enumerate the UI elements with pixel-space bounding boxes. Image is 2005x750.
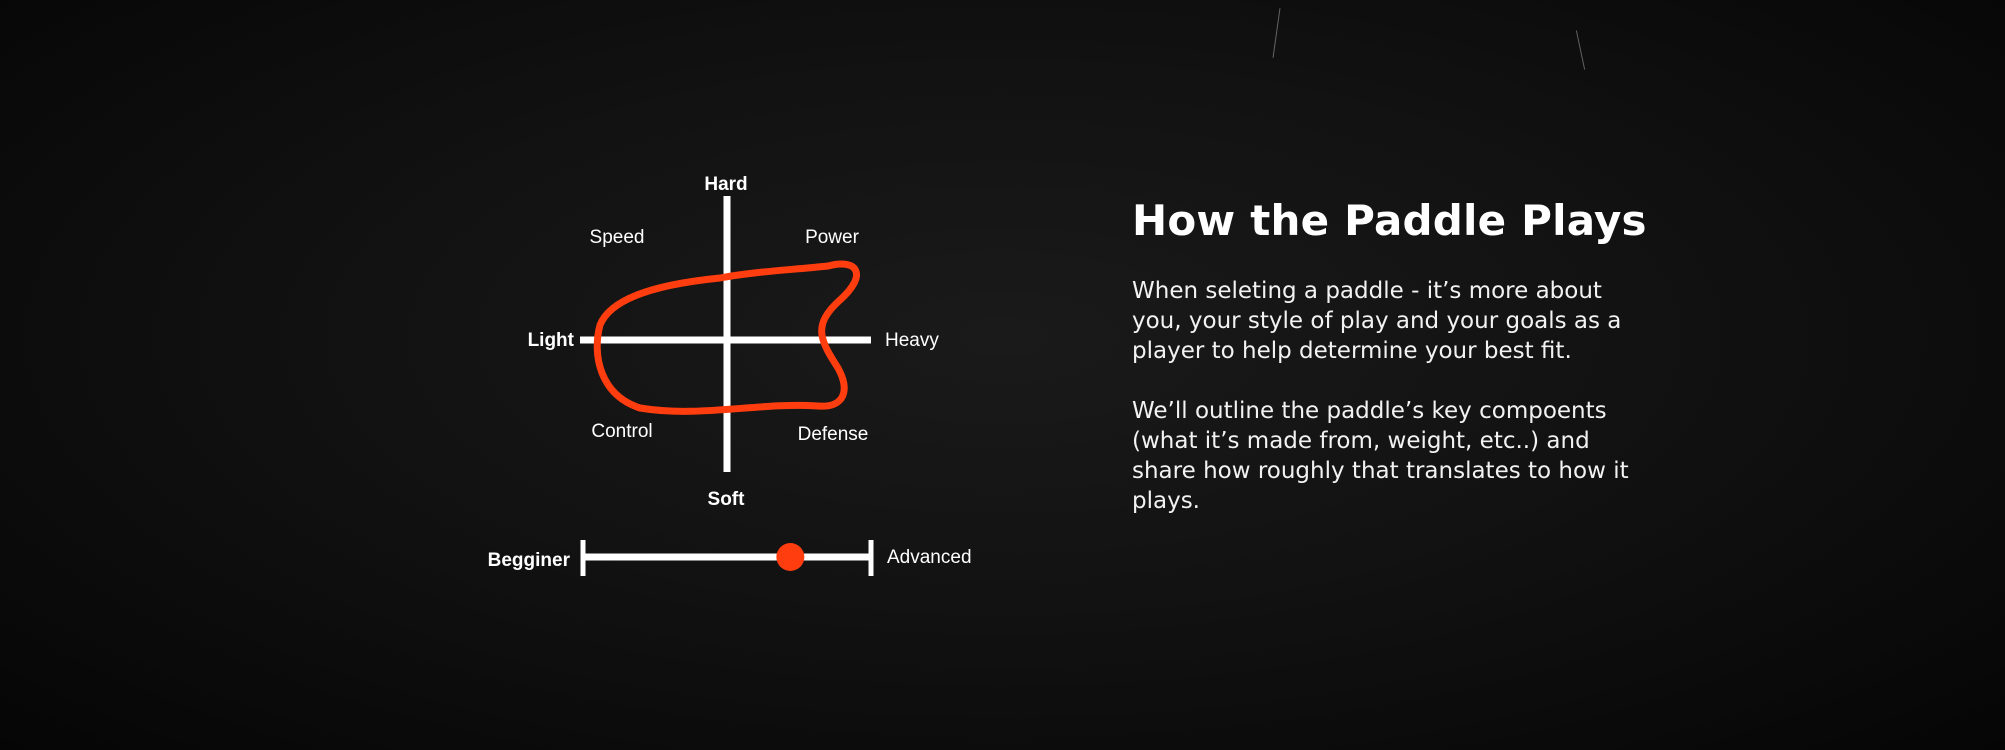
axis-label-left: Light (528, 330, 575, 351)
page-title: How the Paddle Plays (1132, 196, 1647, 245)
outline-paragraph: We’ll outline the paddle’s key compoents… (1132, 398, 1629, 515)
level-slider-max-label: Advanced (887, 547, 972, 568)
quadrant-label-bottom-right: Defense (798, 424, 869, 445)
quadrant-label-bottom-left: Control (591, 421, 652, 442)
axis-label-right: Heavy (885, 330, 939, 351)
level-slider-marker (776, 543, 805, 571)
quadrant-label-top-right: Power (805, 227, 860, 248)
text-panel: How the Paddle Plays When seleting a pad… (1132, 196, 1652, 546)
quadrant-label-top-left: Speed (590, 227, 645, 248)
axis-label-bottom: Soft (708, 489, 746, 510)
axis-label-top: Hard (704, 174, 747, 195)
play-area-shape (593, 260, 860, 415)
intro-paragraph: When seleting a paddle - it’s more about… (1132, 278, 1622, 365)
level-slider-min-label: Begginer (488, 550, 571, 571)
